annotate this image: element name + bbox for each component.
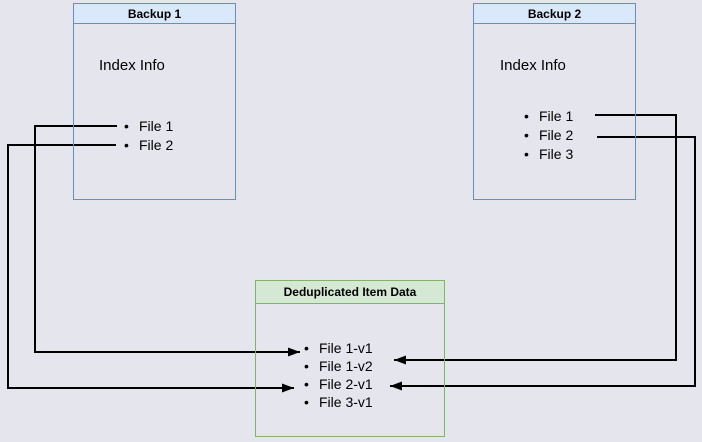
list-item: • File 2-v1 [304, 375, 373, 393]
item-label: File 3-v1 [319, 394, 373, 410]
dedup-header: Deduplicated Item Data [256, 281, 444, 304]
backup2-file-list: • File 1 • File 2 • File 3 [524, 106, 573, 163]
backup1-title: Backup 1 [127, 6, 182, 21]
dedup-item-list: • File 1-v1 • File 1-v2 • File 2-v1 • Fi… [304, 339, 373, 411]
list-item: • File 1 [524, 106, 573, 125]
backup2-header: Backup 2 [474, 4, 635, 24]
list-item: • File 1 [124, 116, 173, 135]
bullet-icon: • [304, 340, 309, 356]
file-label: File 2 [139, 136, 174, 153]
list-item: • File 3-v1 [304, 393, 373, 411]
bullet-icon: • [124, 117, 129, 134]
item-label: File 2-v1 [319, 376, 373, 392]
file-label: File 2 [539, 126, 574, 143]
item-label: File 1-v2 [319, 358, 373, 374]
bullet-icon: • [304, 358, 309, 374]
backup1-file-list: • File 1 • File 2 [124, 116, 173, 154]
bullet-icon: • [524, 107, 529, 124]
list-item: • File 2 [124, 135, 173, 154]
backup2-box: Backup 2 Index Info • File 1 • File 2 • … [473, 3, 636, 200]
list-item: • File 3 [524, 144, 573, 163]
backup1-header: Backup 1 [74, 4, 235, 24]
bullet-icon: • [524, 145, 529, 162]
list-item: • File 1-v2 [304, 357, 373, 375]
backup2-title: Backup 2 [527, 6, 582, 21]
backup2-index-label: Index Info [500, 57, 566, 74]
file-label: File 3 [539, 145, 574, 162]
bullet-icon: • [304, 394, 309, 410]
file-label: File 1 [539, 107, 574, 124]
file-label: File 1 [139, 117, 174, 134]
bullet-icon: • [524, 126, 529, 143]
dedup-box: Deduplicated Item Data • File 1-v1 • Fil… [255, 280, 445, 437]
item-label: File 1-v1 [319, 340, 373, 356]
bullet-icon: • [304, 376, 309, 392]
list-item: • File 1-v1 [304, 339, 373, 357]
dedup-title: Deduplicated Item Data [283, 285, 417, 299]
backup1-box: Backup 1 Index Info • File 1 • File 2 [73, 3, 236, 200]
backup1-index-label: Index Info [99, 57, 165, 74]
list-item: • File 2 [524, 125, 573, 144]
bullet-icon: • [124, 136, 129, 153]
